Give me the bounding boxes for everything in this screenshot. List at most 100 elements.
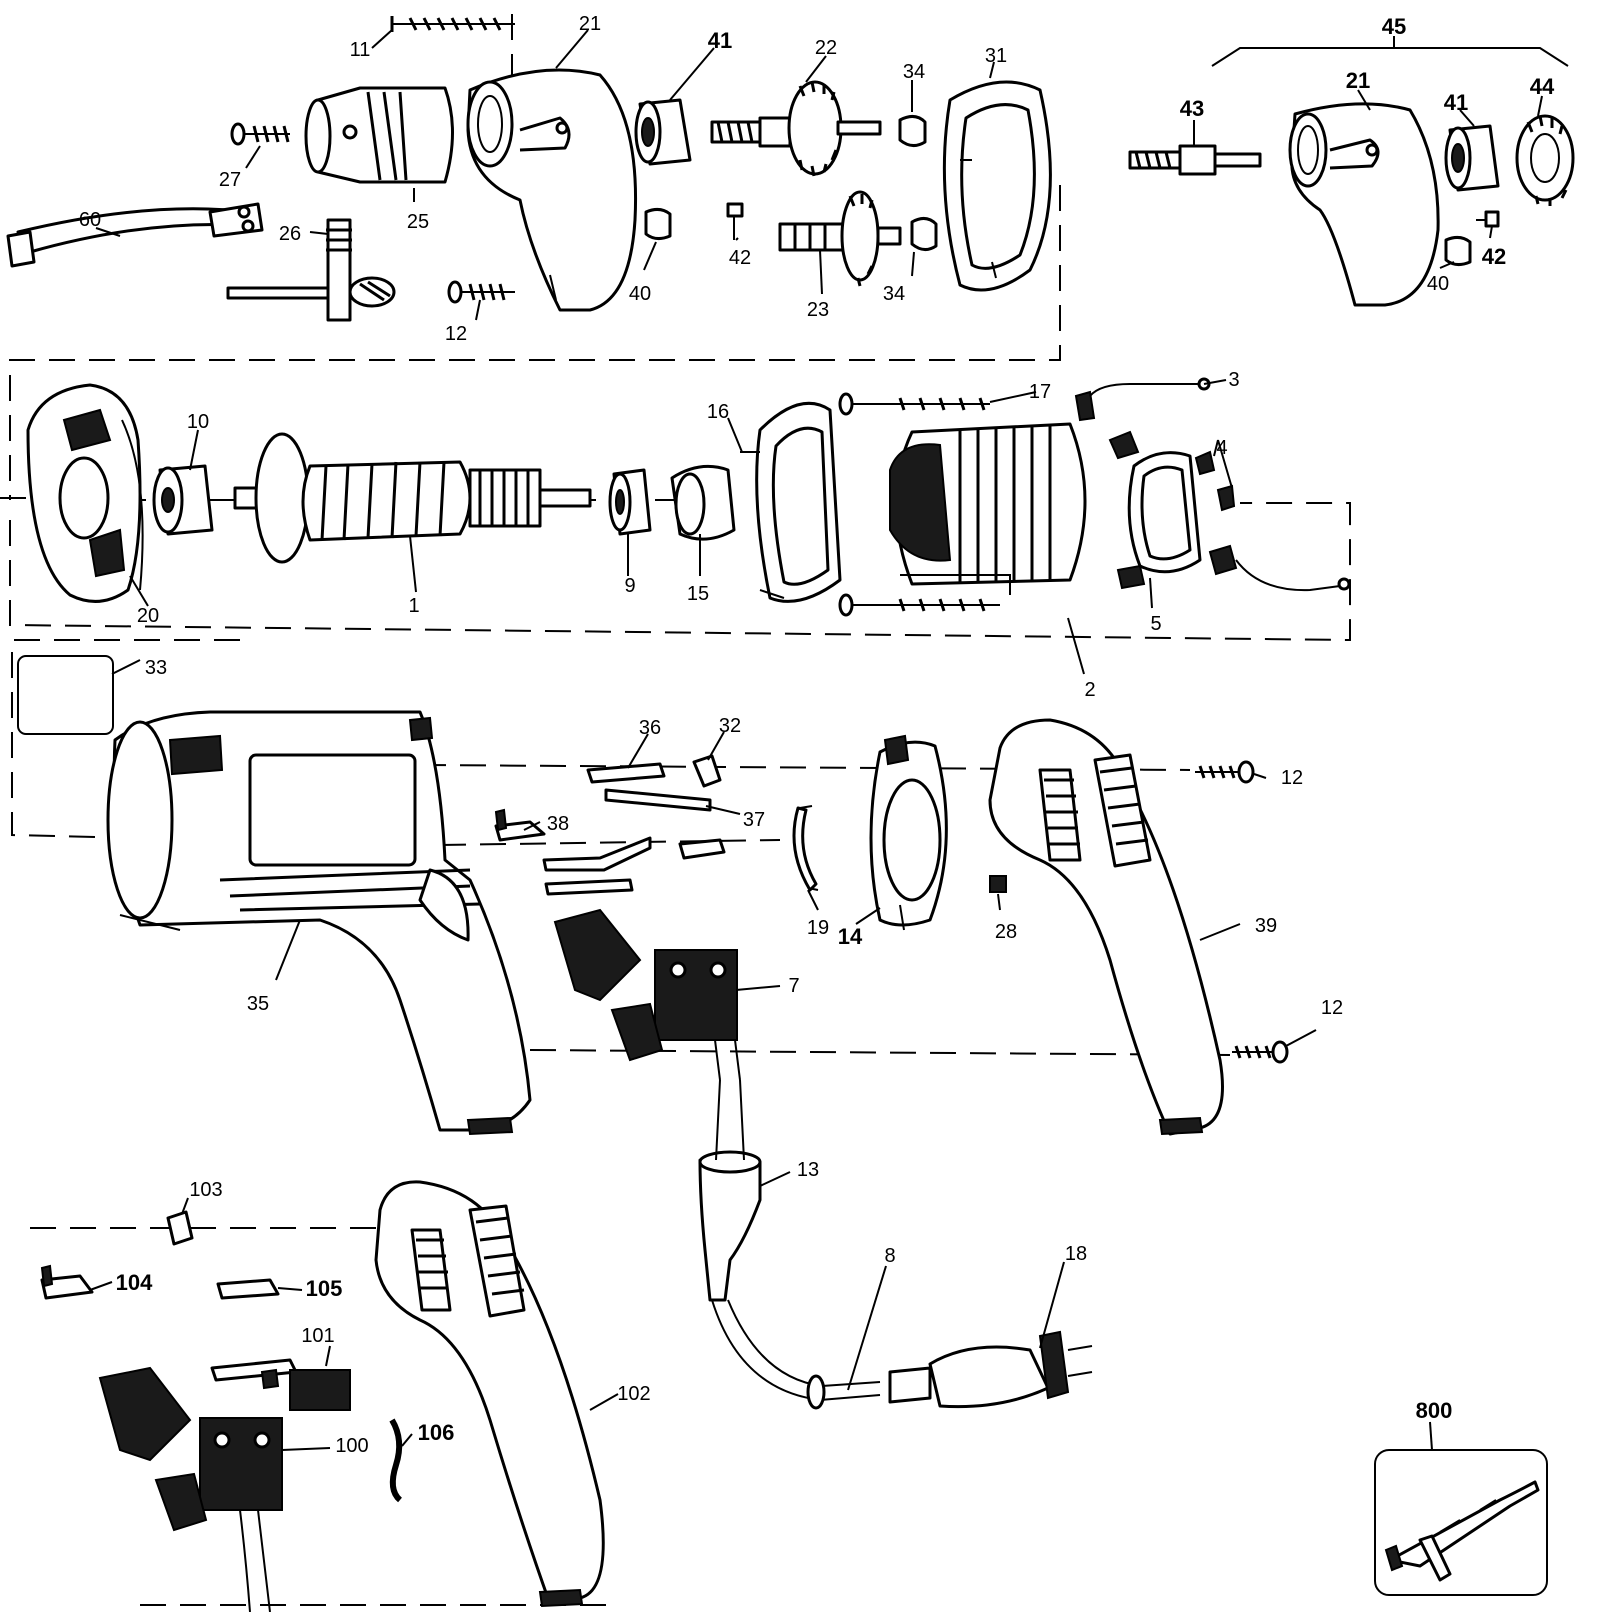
kit-45-bracket — [1211, 47, 1569, 67]
part-101 — [210, 1358, 351, 1411]
callout-103: 103 — [189, 1179, 222, 1201]
callout-37: 37 — [743, 809, 765, 831]
handle-102 — [374, 1180, 605, 1608]
part-28 — [989, 875, 1007, 893]
chuck-key-26 — [226, 218, 396, 322]
callout-106: 106 — [418, 1420, 455, 1445]
part-105 — [216, 1278, 280, 1300]
callout-21-kit: 21 — [1346, 68, 1370, 93]
washer-40 — [644, 207, 672, 241]
callout-28: 28 — [995, 921, 1017, 943]
callout-45: 45 — [1382, 14, 1406, 39]
callout-100: 100 — [335, 1435, 368, 1457]
callout-42-kit: 42 — [1482, 244, 1506, 269]
callout-44: 44 — [1530, 74, 1555, 99]
armature-1 — [233, 432, 592, 564]
callout-12-mid: 12 — [1281, 767, 1303, 789]
callout-42: 42 — [729, 247, 751, 269]
callout-104: 104 — [116, 1270, 153, 1295]
callout-1: 1 — [408, 595, 419, 617]
brushes-4 — [1194, 450, 1236, 512]
retainer-14 — [869, 734, 948, 931]
callout-5: 5 — [1150, 613, 1161, 635]
gasket-31 — [942, 80, 1052, 292]
callout-101: 101 — [301, 1325, 334, 1347]
callout-7: 7 — [788, 975, 799, 997]
callout-40-kit: 40 — [1427, 273, 1449, 295]
callout-2: 2 — [1084, 679, 1095, 701]
bearing-34-low — [910, 217, 938, 251]
gear-44 — [1515, 114, 1575, 206]
switch-parts-36-37-38 — [494, 754, 726, 896]
callout-32: 32 — [719, 715, 741, 737]
callout-41: 41 — [708, 28, 732, 53]
field-2 — [889, 422, 1087, 595]
callout-60: 60 — [79, 209, 101, 231]
part-103 — [166, 1210, 194, 1246]
screw-12-top — [447, 280, 515, 304]
part-106 — [389, 1418, 403, 1503]
callout-34-low: 34 — [883, 283, 905, 305]
baffle-16 — [740, 401, 842, 603]
callout-36: 36 — [639, 717, 661, 739]
callout-27: 27 — [219, 169, 241, 191]
callout-4: 4 — [1216, 437, 1227, 459]
lead-wire-right — [1208, 544, 1351, 592]
bearing-41 — [634, 98, 692, 166]
part-104 — [40, 1264, 94, 1300]
accessory-800-box — [1374, 1449, 1548, 1596]
switch-100 — [98, 1366, 283, 1612]
cord-8 — [711, 1079, 881, 1410]
callout-35: 35 — [247, 993, 269, 1015]
screw-17 — [838, 392, 990, 416]
callout-16: 16 — [707, 401, 729, 423]
bearing-9 — [608, 468, 652, 536]
callout-13: 13 — [797, 1159, 819, 1181]
callout-21: 21 — [579, 13, 601, 35]
callout-14: 14 — [838, 924, 863, 949]
switch-7 — [553, 908, 741, 1081]
callout-8: 8 — [884, 1245, 895, 1267]
gear-case-21 — [466, 68, 638, 312]
end-plate-20 — [26, 383, 144, 603]
brush-holder-5 — [1108, 430, 1202, 590]
callout-19: 19 — [807, 917, 829, 939]
callout-41-kit: 41 — [1444, 90, 1468, 115]
callout-26: 26 — [279, 223, 301, 245]
screw-42 — [726, 202, 744, 240]
chuck-25 — [304, 86, 454, 184]
spring-clip-19 — [792, 805, 819, 892]
callout-12-low: 12 — [1321, 997, 1343, 1019]
callout-11: 11 — [350, 39, 371, 61]
nameplate-33 — [17, 655, 114, 735]
callout-22: 22 — [815, 37, 837, 59]
bearing-sleeve-15 — [670, 464, 736, 541]
screw-17-lower — [838, 593, 1000, 617]
screw-11 — [390, 16, 515, 32]
callout-800: 800 — [1416, 1398, 1453, 1423]
callout-labels: 11 21 41 22 34 31 45 21 41 44 43 27 25 6… — [79, 13, 1555, 1457]
callout-18: 18 — [1065, 1243, 1087, 1265]
bearing-10 — [152, 464, 214, 536]
plug-18 — [888, 1330, 1093, 1409]
screw-42-kit — [1476, 210, 1500, 228]
spindle-43 — [1128, 144, 1262, 176]
spindle-22 — [710, 80, 882, 177]
gear-case-21-kit — [1288, 102, 1440, 307]
screw-12-low — [1232, 1040, 1289, 1064]
callout-39: 39 — [1255, 915, 1277, 937]
callout-102: 102 — [617, 1383, 650, 1405]
callout-34-top: 34 — [903, 61, 925, 83]
callout-12-top: 12 — [445, 323, 467, 345]
callout-9: 9 — [624, 575, 635, 597]
callout-25: 25 — [407, 211, 429, 233]
callout-40: 40 — [629, 283, 651, 305]
intermediate-gear-23 — [778, 190, 902, 287]
callout-31: 31 — [985, 45, 1007, 67]
screw-12-mid — [1195, 760, 1255, 784]
callout-3: 3 — [1228, 369, 1239, 391]
callout-23: 23 — [807, 299, 829, 321]
bearing-41-kit — [1444, 124, 1500, 192]
